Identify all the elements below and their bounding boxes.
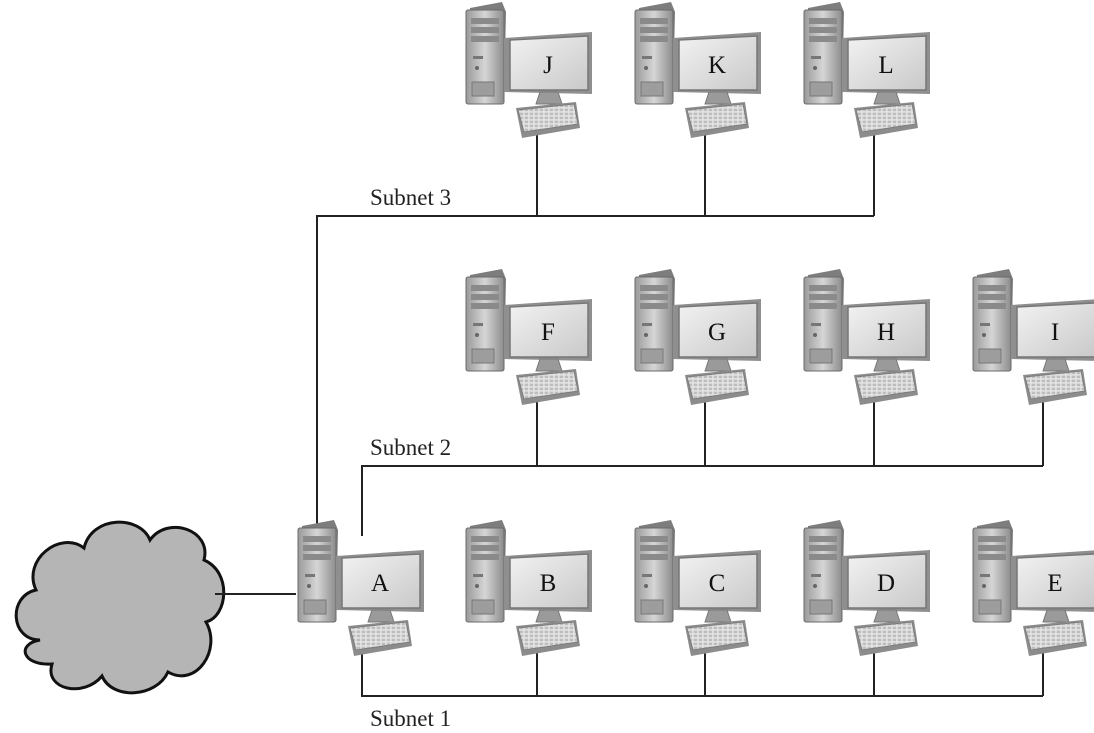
computer-c: C (634, 519, 762, 657)
computer-label: L (878, 52, 893, 79)
subnet-3-bus (316, 215, 874, 530)
computer-j: J (465, 1, 593, 139)
computer-icon (972, 268, 1094, 406)
computer-icon (465, 1, 593, 139)
cloud-icon (14, 520, 226, 695)
computer-icon (634, 519, 762, 657)
computer-icon (297, 519, 425, 657)
computer-label: B (540, 570, 557, 597)
computer-l: L (803, 1, 931, 139)
computer-e: E (972, 519, 1094, 657)
computer-label: H (877, 319, 895, 346)
computer-label: F (541, 319, 555, 346)
computer-i: I (972, 268, 1094, 406)
computer-g: G (634, 268, 762, 406)
computer-icon (803, 1, 931, 139)
computer-d: D (803, 519, 931, 657)
subnet-1-bus (361, 650, 1043, 697)
computer-label: C (709, 570, 726, 597)
computer-label: A (371, 570, 389, 597)
computer-label: K (708, 52, 726, 79)
computer-label: G (708, 319, 726, 346)
computer-label: D (877, 570, 895, 597)
computer-icon (803, 268, 931, 406)
computer-b: B (465, 519, 593, 657)
network-wiring (215, 130, 1044, 697)
computer-icon (634, 1, 762, 139)
computer-label: E (1047, 570, 1062, 597)
computer-label: I (1051, 319, 1059, 346)
subnet-2-bus (361, 465, 1043, 536)
computer-label: J (543, 52, 553, 79)
computer-icon (465, 268, 593, 406)
computer-icon (634, 268, 762, 406)
computer-k: K (634, 1, 762, 139)
computer-icon (465, 519, 593, 657)
computer-h: H (803, 268, 931, 406)
computer-icon (803, 519, 931, 657)
computer-icon (972, 519, 1094, 657)
subnet-3-label: Subnet 3 (370, 185, 451, 210)
computer-a: A (297, 519, 425, 657)
computer-f: F (465, 268, 593, 406)
subnet-1-label: Subnet 1 (370, 706, 451, 731)
subnet-2-label: Subnet 2 (370, 435, 451, 460)
